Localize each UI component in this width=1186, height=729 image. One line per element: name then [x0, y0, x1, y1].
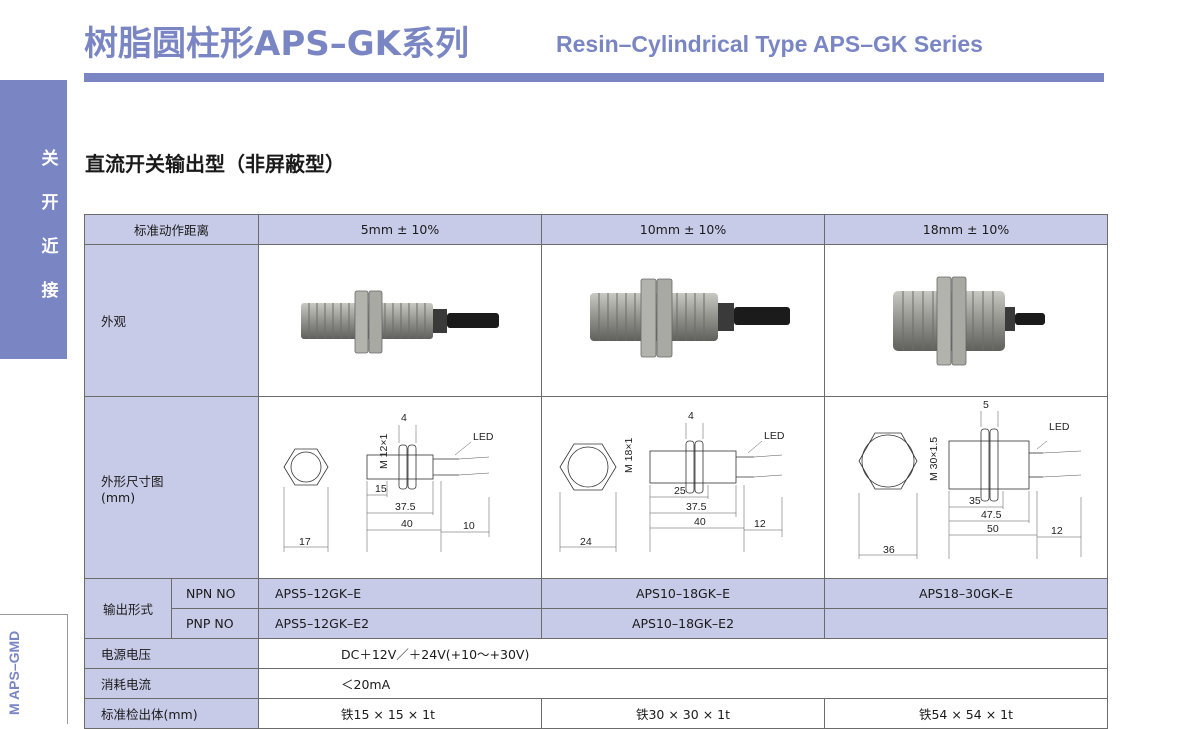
label-pnp: PNP NO	[171, 608, 259, 639]
sidebar-char: 近	[41, 237, 59, 257]
dim-hex-m30: 36	[883, 544, 895, 556]
dim-40-m12: 40	[401, 518, 413, 530]
sidebar-model-code: M APS–GMD	[6, 630, 22, 715]
label-current: 消耗电流	[84, 668, 259, 699]
dim-cable-m30: 12	[1051, 525, 1063, 537]
dimension-drawing-m18: 24 LED M 18×1 4 25 37.5 40 12	[559, 410, 785, 552]
dim-37-5-m18: 37.5	[686, 501, 707, 513]
table-row-dimensions: 外形尺寸图 (mm) 17 LED M 12×1 4 15	[84, 396, 1108, 579]
distance-5mm: 5mm ± 10%	[258, 214, 542, 245]
sensor-photo-m18	[590, 278, 790, 358]
dim-thread-m30: M 30×1.5	[928, 437, 940, 481]
dim-47-5: 47.5	[981, 509, 1002, 521]
dim-thread-m18: M 18×1	[623, 438, 635, 473]
title-underline	[84, 73, 1104, 82]
label-output: 输出形式	[84, 578, 172, 639]
table-row-pnp: PNP NO APS5–12GK–E2 APS10–18GK–E2	[85, 608, 1108, 639]
power-value: DC＋12V／＋24V(+10～+30V)	[258, 638, 1108, 669]
dim-cable-m18: 12	[754, 518, 766, 530]
table-row-appearance: 外观	[84, 244, 1108, 397]
dim-led-m12: LED	[473, 431, 494, 443]
sidebar-char: 开	[41, 193, 59, 213]
sensor-photo-m12	[301, 290, 499, 354]
photo-cell-m12	[258, 244, 542, 397]
dim-35: 35	[969, 495, 981, 507]
dim-led-m18: LED	[764, 430, 785, 442]
dim-led-m30: LED	[1049, 421, 1070, 433]
label-dimensions: 外形尺寸图 (mm)	[84, 396, 259, 579]
label-power: 电源电压	[84, 638, 259, 669]
page-title-cn: 树脂圆柱形APS–GK系列	[84, 24, 469, 64]
label-npn: NPN NO	[171, 578, 259, 609]
dim-hex-m18: 24	[580, 536, 592, 548]
table-row-power: 电源电压 DC＋12V／＋24V(+10～+30V)	[84, 638, 1108, 669]
dim-40-m18: 40	[694, 516, 706, 528]
dim-25: 25	[674, 485, 686, 497]
dim-nut-m18: 4	[688, 410, 694, 422]
dim-37-5-m12: 37.5	[395, 501, 416, 513]
sensor-photo-m30	[893, 276, 1045, 366]
photo-cell-m30	[824, 244, 1108, 397]
label-dimensions-line1: 外形尺寸图	[101, 473, 164, 489]
dim-hex-m12: 17	[299, 536, 311, 548]
spec-table: 标准动作距离 5mm ± 10% 10mm ± 10% 18mm ± 10% 外…	[84, 214, 1108, 729]
pnp-model-m12: APS5–12GK–E2	[258, 608, 542, 639]
sidebar-category-tab: 关 开 近 接	[0, 80, 67, 359]
page-title-en: Resin–Cylindrical Type APS–GK Series	[556, 31, 983, 57]
drawing-cell-m30: 36 LED M 30×1.5 5 35 47.5 50 12	[824, 396, 1108, 579]
npn-model-m12: APS5–12GK–E	[258, 578, 542, 609]
standard-m30: 铁54 × 54 × 1t	[824, 698, 1108, 729]
pnp-model-m18: APS10–18GK–E2	[541, 608, 825, 639]
label-standard: 标准检出体(mm)	[84, 698, 259, 729]
drawing-cell-m12: 17 LED M 12×1 4 15 37.5 40 10	[258, 396, 542, 579]
distance-10mm: 10mm ± 10%	[541, 214, 825, 245]
npn-model-m18: APS10–18GK–E	[541, 578, 825, 609]
current-value: ＜20mA	[258, 668, 1108, 699]
npn-model-m30: APS18–30GK–E	[824, 578, 1108, 609]
dim-15: 15	[375, 483, 387, 495]
pnp-model-m30	[824, 608, 1108, 639]
sidebar-char: 接	[41, 281, 59, 301]
standard-m12: 铁15 × 15 × 1t	[258, 698, 542, 729]
dim-thread-m12: M 12×1	[378, 434, 390, 469]
dim-nut-m12: 4	[401, 412, 407, 424]
distance-18mm: 18mm ± 10%	[824, 214, 1108, 245]
standard-m18: 铁30 × 30 × 1t	[541, 698, 825, 729]
dim-50: 50	[987, 523, 999, 535]
table-row-npn: 输出形式 NPN NO APS5–12GK–E APS10–18GK–E APS…	[84, 578, 1108, 639]
dim-nut-m30: 5	[983, 399, 989, 411]
sidebar-char: 关	[41, 149, 59, 169]
dim-cable-m12: 10	[463, 520, 475, 532]
drawing-cell-m18: 24 LED M 18×1 4 25 37.5 40 12	[541, 396, 825, 579]
table-row-distance: 标准动作距离 5mm ± 10% 10mm ± 10% 18mm ± 10%	[84, 214, 1108, 245]
photo-cell-m18	[541, 244, 825, 397]
section-title: 直流开关输出型（非屏蔽型）	[85, 152, 345, 176]
table-row-current: 消耗电流 ＜20mA	[84, 668, 1108, 699]
label-dimensions-line2: (mm)	[101, 489, 136, 505]
dimension-drawing-m12: 17 LED M 12×1 4 15 37.5 40 10	[283, 412, 494, 552]
label-distance: 标准动作距离	[84, 214, 259, 245]
dimension-drawing-m30: 36 LED M 30×1.5 5 35 47.5 50 12	[858, 399, 1082, 559]
table-row-standard: 标准检出体(mm) 铁15 × 15 × 1t 铁30 × 30 × 1t 铁5…	[84, 698, 1108, 729]
label-appearance: 外观	[84, 244, 259, 397]
sidebar-model-code-box: M APS–GMD	[0, 614, 68, 724]
